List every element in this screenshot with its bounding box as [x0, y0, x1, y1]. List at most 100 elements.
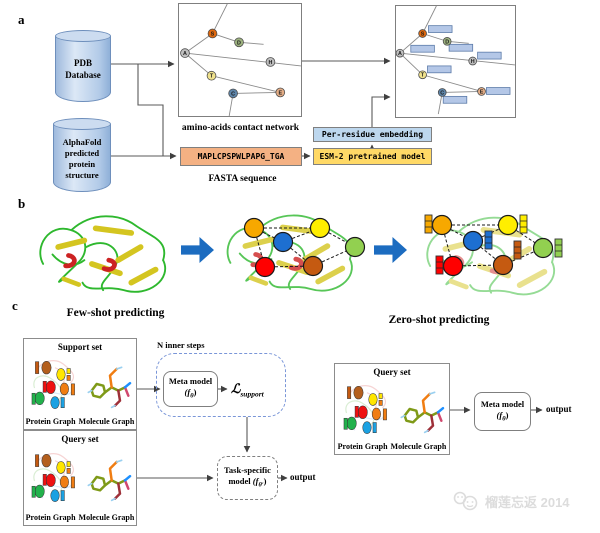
n-inner-steps-label: N inner steps	[157, 340, 205, 350]
support-set-title: Support set	[57, 342, 103, 352]
node-red	[254, 256, 276, 278]
node-blue	[462, 230, 484, 252]
node-T	[206, 70, 217, 81]
node-brown	[492, 254, 514, 276]
svg-text:T: T	[421, 73, 425, 79]
protein-structure-image	[30, 205, 180, 305]
meta-model-label: Meta model	[168, 376, 213, 387]
output-label-zero-shot: output	[546, 404, 572, 414]
svg-text:A: A	[398, 51, 402, 57]
task-specific-model-box: Task-specific model (fθ′)	[217, 456, 278, 500]
svg-text:H: H	[269, 60, 273, 66]
node-orange	[431, 214, 453, 236]
zero-shot-title: Zero-shot predicting	[388, 314, 490, 326]
svg-text:S: S	[211, 31, 215, 37]
residue-nodes	[431, 214, 554, 277]
protein-graph-label: Protein Graph	[25, 513, 76, 522]
protein-graph-overlay-image	[213, 203, 366, 305]
query-set-title: Query set	[61, 434, 99, 444]
node-S	[207, 28, 218, 39]
svg-text:C: C	[231, 91, 235, 97]
molecule-graph-label: Molecule Graph	[78, 417, 135, 426]
per-residue-embedding-box: Per-residue embedding	[313, 127, 432, 142]
cylinder-body	[55, 36, 111, 102]
embedded-network-box: A S D H T C E	[395, 5, 516, 118]
watermark-text: 榴莲忘返 2014	[485, 494, 570, 510]
inner-loop-dashed-box	[156, 353, 286, 417]
svg-text:E: E	[480, 89, 484, 95]
esm2-model-box: ESM-2 pretrained model	[313, 148, 432, 165]
molecule-graph-thumbnail	[87, 366, 132, 409]
contact-network-caption: amino-acids contact network	[181, 123, 300, 133]
cylinder-top	[53, 118, 111, 130]
pdb-database-cylinder: PDB Database	[55, 30, 111, 102]
node-D	[234, 37, 244, 48]
few-shot-title: Few-shot predicting	[66, 307, 165, 319]
residue-embedding-rects	[410, 25, 511, 104]
chat-bubbles-icon	[453, 491, 478, 511]
svg-text:D: D	[445, 39, 449, 45]
node-yellow	[497, 214, 519, 236]
protein-graph-label: Protein Graph	[337, 442, 388, 451]
embedding-bars	[424, 214, 563, 275]
node-green	[344, 236, 366, 258]
output-label-few-shot: output	[290, 472, 316, 482]
pdb-database-label: PDB Database	[65, 58, 101, 80]
alphafold-label: AlphaFold predicted protein structure	[62, 136, 102, 181]
node-D	[442, 37, 452, 46]
query-set-title: Query set	[373, 367, 411, 377]
molecule-graph-thumbnail	[87, 459, 132, 502]
node-brown	[302, 255, 324, 277]
fasta-caption: FASTA sequence	[208, 174, 277, 184]
amino-acid-nodes	[396, 29, 486, 97]
svg-text:D: D	[237, 40, 241, 46]
meta-model-box-zero-shot: Meta model (fθ)	[474, 392, 531, 431]
node-red	[442, 255, 464, 277]
svg-text:H: H	[471, 59, 475, 65]
panel-a-label: a	[18, 12, 25, 27]
svg-text:T: T	[210, 74, 214, 80]
meta-model-label: Meta model	[480, 398, 525, 409]
panel-b-label: b	[18, 196, 26, 211]
node-H	[468, 56, 478, 66]
node-S	[418, 29, 427, 38]
cylinder-top	[55, 30, 111, 42]
task-model-line1: Task-specific	[224, 465, 271, 476]
meta-model-param: (fθ)	[184, 387, 197, 401]
molecule-graph-label: Molecule Graph	[78, 513, 135, 522]
node-A	[180, 48, 190, 58]
cylinder-body	[53, 124, 111, 192]
protein-graph-label: Protein Graph	[25, 417, 76, 426]
query-set-box-few-shot: Query set Protein Graph Molecule Graph	[23, 430, 137, 526]
protein-graph-thumbnail	[31, 453, 76, 503]
task-model-line2: model (fθ′)	[228, 476, 267, 490]
node-T	[418, 70, 427, 80]
support-set-box: Support set Protein Graph Molecule Graph	[23, 338, 137, 430]
contact-network-box: A S D H T C E	[178, 3, 302, 117]
node-H	[265, 57, 276, 67]
node-E	[275, 87, 286, 98]
alphafold-cylinder: AlphaFold predicted protein structure	[53, 118, 111, 192]
node-blue	[272, 231, 294, 253]
meta-model-param: (fθ)	[496, 409, 509, 423]
watermark: 榴莲忘返 2014	[452, 490, 570, 512]
support-loss-label: ℒsupport	[231, 381, 264, 399]
molecule-graph-thumbnail	[400, 391, 445, 434]
node-yellow	[309, 217, 331, 239]
svg-text:A: A	[183, 51, 187, 57]
node-C	[437, 88, 447, 97]
node-green	[532, 237, 554, 259]
protein-graph-embedding-image	[400, 203, 563, 307]
molecule-graph-label: Molecule Graph	[390, 442, 447, 451]
node-E	[477, 87, 486, 96]
svg-text:S: S	[421, 31, 425, 37]
svg-text:C: C	[440, 90, 444, 96]
node-C	[228, 88, 238, 99]
protein-graph-thumbnail	[31, 360, 76, 410]
amino-acid-nodes	[180, 28, 286, 99]
residue-nodes	[243, 217, 366, 278]
protein-graph-thumbnail	[343, 385, 388, 435]
node-A	[396, 48, 405, 58]
